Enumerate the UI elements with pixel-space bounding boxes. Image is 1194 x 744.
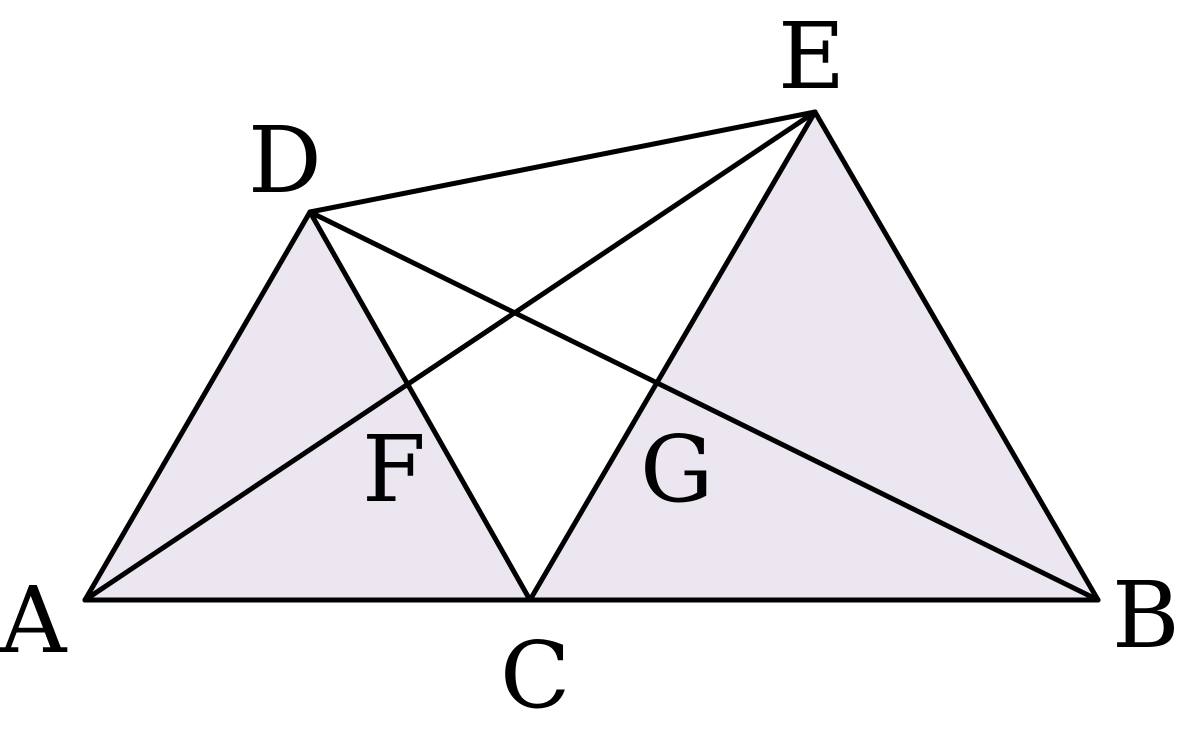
label-point-b: B <box>1112 562 1180 669</box>
segment-eb <box>812 109 1101 603</box>
label-point-e: E <box>778 3 845 110</box>
label-point-g: G <box>640 416 714 523</box>
shaded-triangle-cbe <box>530 112 1098 600</box>
label-point-f: F <box>362 416 426 523</box>
segment-ae <box>82 109 818 603</box>
segment-ce <box>527 109 818 603</box>
segment-de <box>307 109 818 215</box>
label-point-a: A <box>0 567 68 674</box>
label-point-c: C <box>500 622 570 729</box>
segment-dc <box>307 209 533 603</box>
shaded-triangle-acd <box>85 212 530 600</box>
segment-db <box>307 209 1101 603</box>
label-point-d: D <box>248 107 322 214</box>
segment-ad <box>82 209 313 603</box>
